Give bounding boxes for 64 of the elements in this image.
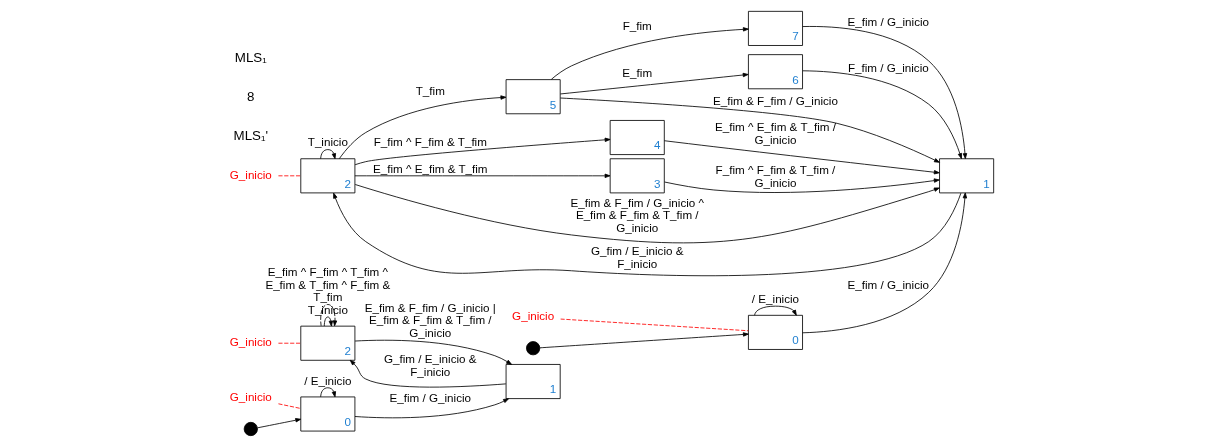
edge-label: E_fim & F_fim / G_inicio (713, 94, 838, 108)
node-box: 1 (939, 158, 995, 194)
node-text: G_inicio (229, 335, 272, 349)
node-box: 1 (505, 364, 561, 399)
arrow (664, 178, 940, 193)
edge-label: E_fim / G_inicio (847, 15, 930, 29)
edge-label: E_fim ^ E_fim & T_fim / G_inicio (714, 120, 836, 146)
arrow (257, 418, 302, 429)
arrow (802, 192, 968, 334)
edge-label: G_fim / E_inicio & F_inicio (384, 352, 477, 378)
node-box: 0 (300, 396, 356, 432)
edge-label: T_inicio (307, 135, 348, 149)
arrow (354, 173, 611, 178)
arrow (354, 339, 512, 365)
arrow (320, 387, 337, 398)
node-text: G_inicio (229, 167, 272, 181)
edge-label: E_fim & F_fim / G_inicio ^ E_fim & F_fim & T_fim / G_inicio (570, 195, 705, 234)
edge-label: T_fim (415, 84, 445, 98)
arrow (559, 97, 940, 163)
edge-label: E_fim / G_inicio (847, 278, 930, 292)
arrow (802, 70, 963, 159)
node-text: G_inicio (229, 390, 272, 404)
arrow (354, 184, 940, 244)
node-circle (526, 341, 541, 356)
connector (560, 318, 749, 332)
arrow (802, 26, 968, 159)
edge-label: F_fim (622, 19, 652, 33)
node-box: 2 (300, 325, 356, 361)
edge-label: F_fim / G_inicio (847, 60, 929, 74)
edge-label: / E_inicio (751, 291, 800, 305)
arrow (349, 359, 507, 388)
arrow (754, 305, 797, 316)
edge-label: / E_inicio (304, 373, 352, 387)
arrow (539, 332, 749, 349)
edge-label: T_inicio (307, 302, 348, 316)
node-box: 7 (748, 10, 803, 46)
node-box: 6 (748, 54, 803, 90)
label: 8 (247, 88, 255, 104)
node-box: 2 (300, 158, 356, 194)
arrow (333, 192, 962, 277)
arrow (354, 137, 611, 166)
node-box: 0 (748, 314, 803, 350)
arrow (663, 140, 940, 175)
connector (278, 403, 301, 409)
arrow (560, 72, 749, 95)
node-circle (243, 421, 258, 437)
arrow (320, 304, 338, 327)
edge-label: E_fim / G_inicio (389, 390, 472, 404)
edge-label: F_fim ^ F_fim & T_fim / G_inicio (715, 163, 836, 189)
node-text: G_inicio (512, 309, 555, 323)
arrow (338, 95, 507, 159)
node-box: 4 (609, 120, 665, 155)
edge-label: G_fim / E_inicio & F_inicio (590, 244, 684, 270)
label: MLS₁' (233, 127, 269, 143)
arrow (323, 316, 333, 327)
label: MLS₁ (234, 49, 267, 65)
arrow (354, 398, 509, 419)
edge-label: F_fim ^ F_fim & T_fim (373, 135, 487, 149)
arrow (550, 27, 749, 80)
edge-label: E_fim ^ E_fim & T_fim (372, 161, 488, 175)
node-box: 5 (505, 79, 561, 115)
arrow (320, 149, 337, 160)
node-box: 3 (609, 158, 665, 194)
edge-label: E_fim (622, 65, 653, 79)
